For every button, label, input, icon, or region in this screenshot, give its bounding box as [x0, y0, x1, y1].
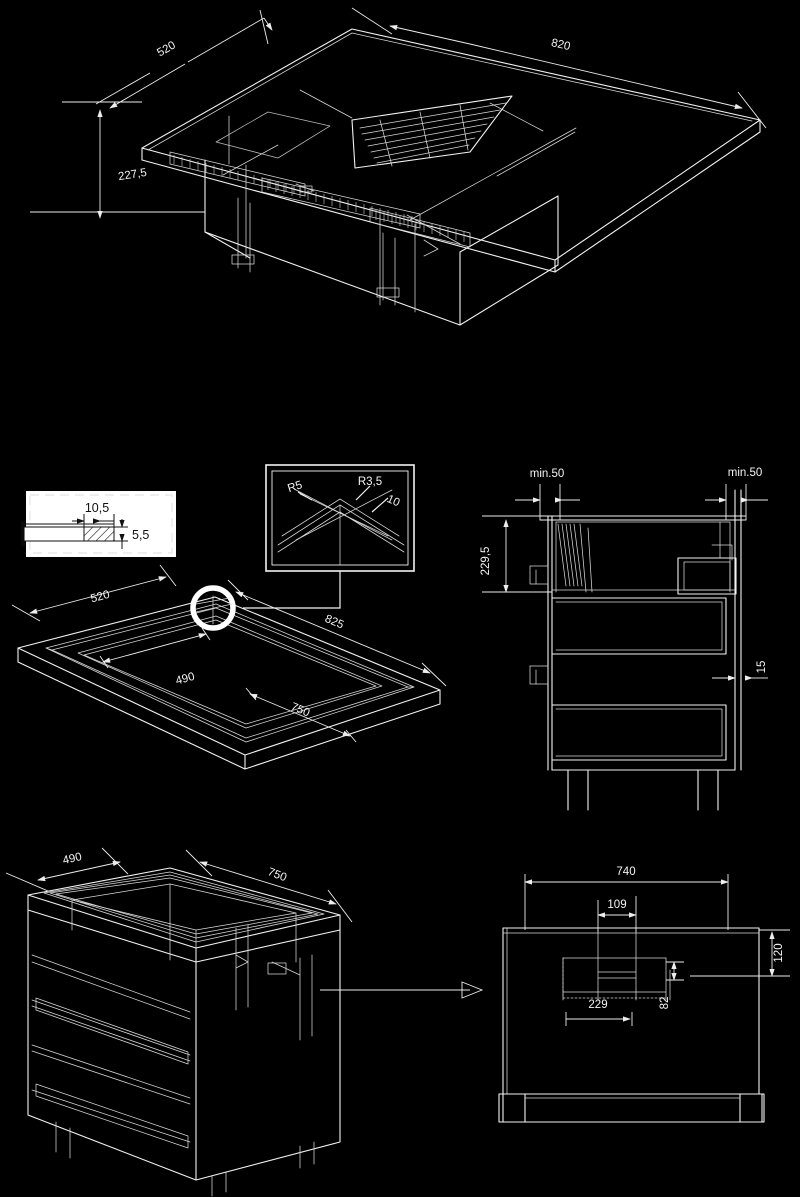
dim-label-min50-right: min.50: [728, 467, 763, 479]
seal-strip-hatched: [83, 526, 115, 542]
dimension-cutout-height-82: 82: [659, 961, 684, 1010]
dim-label-820-top: 820: [550, 37, 571, 53]
view-cabinet-section-elevation: min.50 min.50 229,5 15: [480, 467, 768, 811]
dimension-cutout-offset-229: 229: [565, 999, 633, 1026]
dim-label-2275: 227,5: [117, 167, 147, 183]
dimension-width-820: 820: [351, 7, 767, 129]
seal-detail-dashed-border: [29, 494, 173, 554]
dim-label-740: 740: [616, 866, 635, 878]
view-cabinet-drawers-isometric: 490 750: [5, 847, 484, 1197]
dim-label-15: 15: [756, 661, 768, 674]
dim-label-120: 120: [773, 943, 785, 962]
section-cabinet-feet: [567, 769, 719, 811]
appliance-body: [204, 159, 559, 326]
detail-callout-marker: [190, 585, 236, 631]
dimension-rear-gap-15: 15: [712, 661, 768, 681]
section-fan-motor: [677, 557, 737, 595]
section-wall-brackets: [529, 565, 549, 685]
dimension-cutout-width-109: 109: [597, 896, 637, 932]
dim-label-520-cutout: 520: [89, 589, 111, 606]
dimension-cutout-depth-520: 520: [11, 564, 177, 622]
dim-label-82: 82: [659, 997, 671, 1010]
section-worktop-line: [539, 515, 747, 521]
dim-label-109: 109: [607, 899, 626, 911]
cabinet-top-frame: [27, 867, 341, 963]
dimension-panel-width-740: 740: [524, 866, 729, 930]
view-appliance-isometric-overview: 520 820 227,5: [30, 7, 767, 326]
seal-profile-section: [21, 521, 115, 547]
section-fan-motor-inner: [683, 561, 731, 591]
dim-label-55: 5,5: [132, 528, 149, 542]
dim-label-R5: R5: [286, 479, 304, 495]
view-worktop-cutout-isometric: 520 825 490 750: [11, 564, 447, 770]
dim-label-min50-left: min.50: [530, 468, 565, 480]
dimension-cutout-depth-490: 490: [99, 627, 211, 688]
rear-panel-cutout: [562, 929, 671, 1001]
worktop-slab: [23, 526, 85, 542]
dim-label-2295: 229,5: [480, 547, 492, 576]
dim-label-105: 10,5: [85, 501, 109, 515]
dimension-cabinet-depth-490: 490: [5, 847, 129, 892]
cabinet-rear-panel-region: [235, 924, 313, 1041]
cabinet-feet: [55, 1121, 315, 1197]
dimension-clearance-left-min50: min.50: [515, 468, 580, 520]
dim-label-490-cutout: 490: [174, 671, 196, 688]
dimension-seal-thickness-55: 5,5: [114, 519, 149, 549]
cabinet-drawer-fronts: [27, 909, 341, 1181]
view-rear-panel-elevation: 740 109 229 82 120: [498, 866, 790, 1123]
dimension-panel-top-offset-120: 120: [690, 929, 790, 977]
dim-label-10: 10: [385, 493, 402, 509]
dimension-clearance-right-min50: min.50: [705, 467, 768, 520]
dim-label-229: 229: [588, 999, 607, 1011]
rear-panel-base-rail: [498, 1093, 765, 1123]
dim-label-490-cabinet: 490: [62, 851, 83, 867]
fixing-clips: [231, 183, 439, 306]
worktop-frame: [17, 596, 441, 770]
view-reference-arrow: [320, 981, 484, 999]
dimension-under-worktop-2295: 229,5: [480, 515, 552, 593]
dimension-seal-width-105: 10,5: [72, 501, 115, 527]
view-seal-profile-detail: 10,5 5,5: [21, 491, 176, 557]
corner-geometry: [277, 489, 405, 566]
dim-label-R35: R3,5: [358, 476, 382, 488]
corner-detail-leaders: R5 R3,5 10: [286, 476, 402, 513]
extractor-grille: [351, 95, 513, 169]
section-appliance-body: [555, 521, 737, 595]
dimension-height-2275: 227,5: [30, 101, 205, 219]
body-ventilation-louvres: [169, 151, 471, 248]
